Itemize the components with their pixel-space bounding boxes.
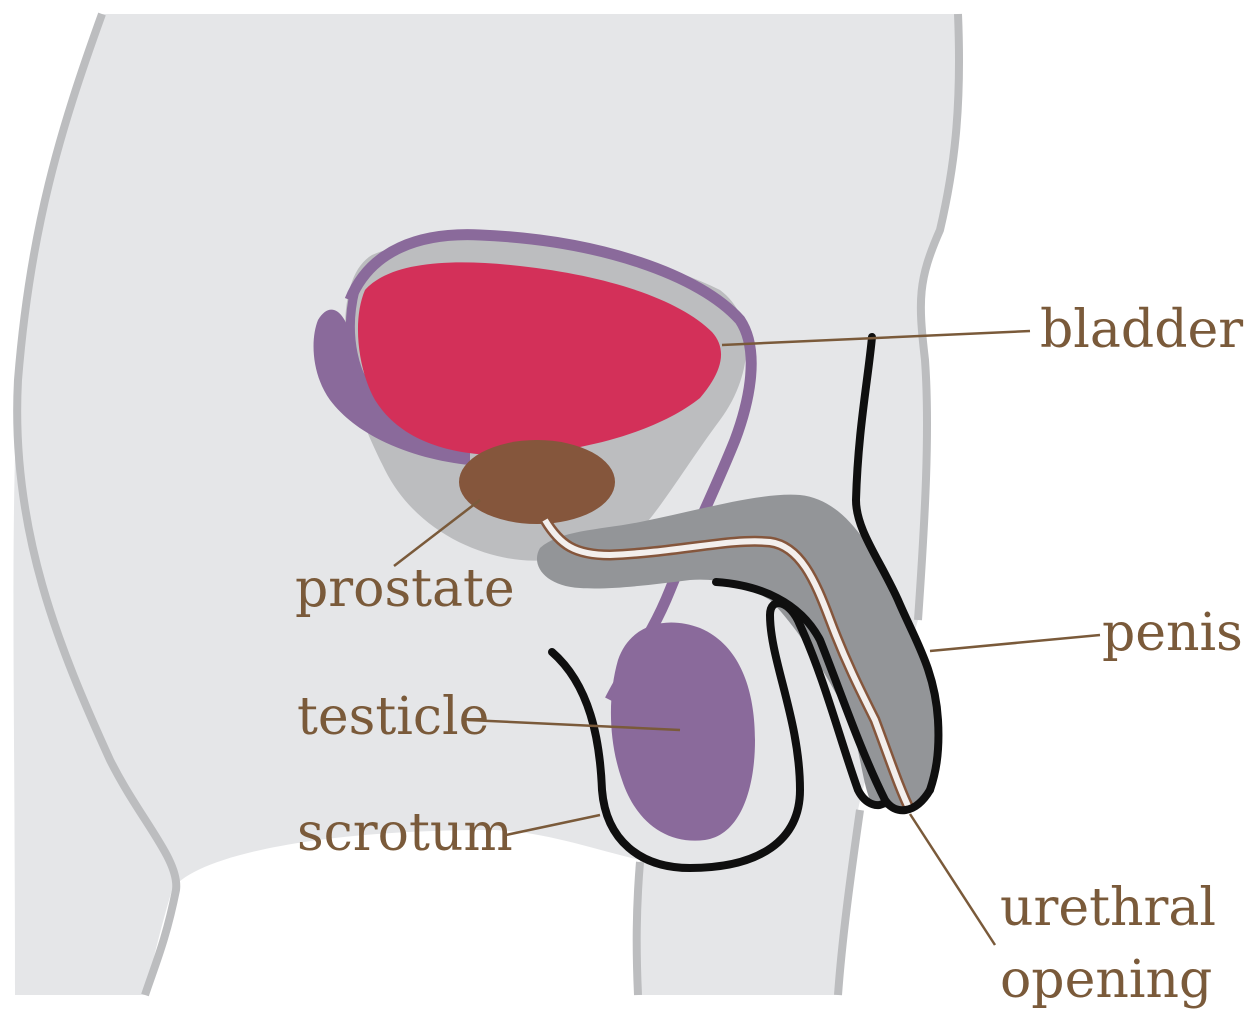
testicle-label: testicle [297, 687, 489, 747]
prostate [459, 440, 615, 524]
scrotum-label: scrotum [297, 803, 513, 863]
urethral-opening-label-line2: opening [1000, 950, 1212, 1010]
body-outline-leg-back [637, 862, 640, 995]
urethral-opening-label-line1: urethral [1000, 878, 1216, 938]
bladder-label: bladder [1040, 300, 1243, 360]
prostate-label: prostate [295, 559, 515, 619]
urethral-opening-leader [910, 814, 995, 945]
penis-leader [930, 635, 1100, 651]
penis-label: penis [1102, 603, 1243, 663]
